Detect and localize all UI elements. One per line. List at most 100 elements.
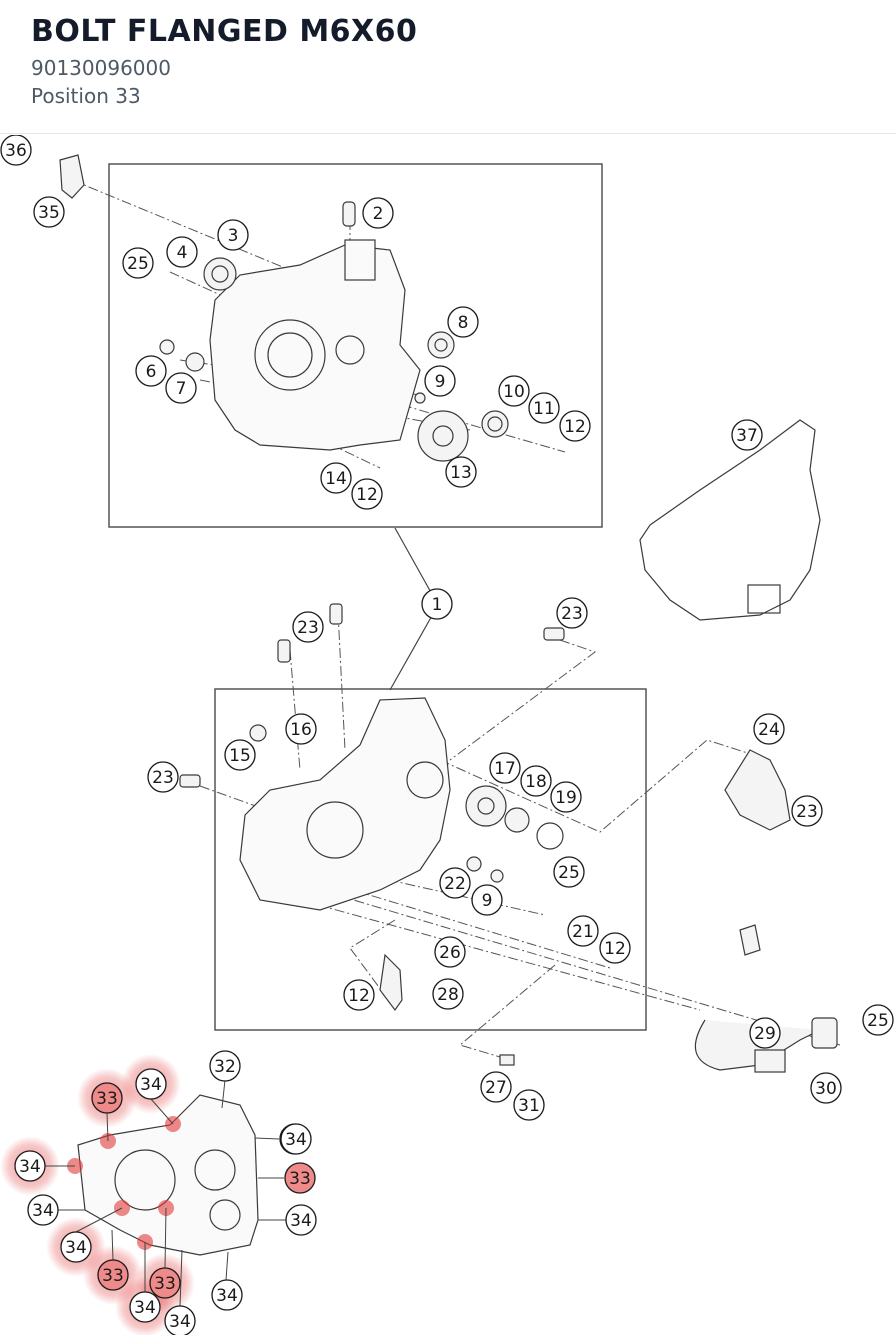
callout-12[interactable]: 12 bbox=[599, 932, 631, 964]
callout-3[interactable]: 3 bbox=[217, 219, 249, 251]
callout-28[interactable]: 28 bbox=[432, 978, 464, 1010]
callout-36[interactable]: 36 bbox=[0, 134, 32, 166]
callout-30[interactable]: 30 bbox=[810, 1072, 842, 1104]
callout-circle bbox=[447, 306, 479, 338]
callout-circle bbox=[224, 739, 256, 771]
callout-6[interactable]: 6 bbox=[135, 355, 167, 387]
callout-circle bbox=[567, 915, 599, 947]
callout-circle bbox=[285, 713, 317, 745]
callout-19[interactable]: 19 bbox=[550, 781, 582, 813]
callout-15[interactable]: 15 bbox=[224, 739, 256, 771]
callout-23[interactable]: 23 bbox=[292, 611, 324, 643]
callout-31[interactable]: 31 bbox=[513, 1089, 545, 1121]
callout-label: 19 bbox=[555, 788, 577, 808]
callout-25[interactable]: 25 bbox=[553, 856, 585, 888]
callout-10[interactable]: 10 bbox=[498, 375, 530, 407]
callout-23[interactable]: 23 bbox=[556, 597, 588, 629]
callout-16[interactable]: 16 bbox=[285, 713, 317, 745]
callout-18[interactable]: 18 bbox=[520, 765, 552, 797]
callout-11[interactable]: 11 bbox=[528, 392, 560, 424]
callout-label: 29 bbox=[754, 1024, 776, 1044]
callout-1[interactable]: 1 bbox=[421, 588, 453, 620]
callout-circle bbox=[480, 1071, 512, 1103]
callout-33[interactable]: 33 bbox=[284, 1162, 316, 1194]
callout-21[interactable]: 21 bbox=[567, 915, 599, 947]
callout-label: 33 bbox=[96, 1089, 118, 1109]
callout-27[interactable]: 27 bbox=[480, 1071, 512, 1103]
callout-circle bbox=[553, 856, 585, 888]
callout-label: 12 bbox=[356, 485, 378, 505]
callout-circle bbox=[91, 1082, 123, 1114]
callout-label: 6 bbox=[146, 362, 157, 382]
callout-34[interactable]: 34 bbox=[129, 1291, 161, 1323]
callout-label: 34 bbox=[19, 1157, 41, 1177]
callout-label: 32 bbox=[214, 1057, 236, 1077]
callout-33[interactable]: 33 bbox=[91, 1082, 123, 1114]
callout-25[interactable]: 25 bbox=[862, 1004, 894, 1036]
callout-34[interactable]: 34 bbox=[211, 1279, 243, 1311]
callout-label: 3 bbox=[228, 226, 239, 246]
callout-12[interactable]: 12 bbox=[351, 478, 383, 510]
callout-35[interactable]: 35 bbox=[33, 196, 65, 228]
callout-circle bbox=[862, 1004, 894, 1036]
callout-34[interactable]: 34 bbox=[164, 1305, 196, 1337]
callout-34[interactable]: 34 bbox=[14, 1150, 46, 1182]
callout-7[interactable]: 7 bbox=[165, 372, 197, 404]
callout-label: 35 bbox=[38, 203, 60, 223]
callout-32[interactable]: 32 bbox=[209, 1050, 241, 1082]
callout-2[interactable]: 2 bbox=[362, 197, 394, 229]
callout-label: 34 bbox=[216, 1286, 238, 1306]
callout-label: 27 bbox=[485, 1078, 507, 1098]
callout-29[interactable]: 29 bbox=[749, 1017, 781, 1049]
callout-34[interactable]: 34 bbox=[60, 1231, 92, 1263]
callout-22[interactable]: 22 bbox=[439, 867, 471, 899]
callout-33[interactable]: 33 bbox=[149, 1267, 181, 1299]
callout-34[interactable]: 34 bbox=[27, 1194, 59, 1226]
callout-label: 23 bbox=[152, 768, 174, 788]
callout-label: 24 bbox=[758, 720, 780, 740]
small-view-leaders bbox=[45, 1079, 286, 1307]
callout-34[interactable]: 34 bbox=[280, 1123, 312, 1155]
callout-label: 33 bbox=[154, 1274, 176, 1294]
callout-circle bbox=[0, 134, 32, 166]
callout-34[interactable]: 34 bbox=[285, 1204, 317, 1236]
callout-label: 1 bbox=[432, 595, 443, 615]
callout-4[interactable]: 4 bbox=[166, 236, 198, 268]
lower-crankcase-half bbox=[239, 697, 451, 911]
callout-9[interactable]: 9 bbox=[424, 365, 456, 397]
callout-label: 16 bbox=[290, 720, 312, 740]
callout-label: 18 bbox=[525, 772, 547, 792]
callout-circle bbox=[498, 375, 530, 407]
callout-23[interactable]: 23 bbox=[791, 795, 823, 827]
callout-9[interactable]: 9 bbox=[471, 884, 503, 916]
callout-label: 34 bbox=[290, 1211, 312, 1231]
callout-circle bbox=[421, 588, 453, 620]
callout-8[interactable]: 8 bbox=[447, 306, 479, 338]
callout-13[interactable]: 13 bbox=[445, 456, 477, 488]
callout-37[interactable]: 37 bbox=[731, 419, 763, 451]
callout-circle bbox=[599, 932, 631, 964]
callout-14[interactable]: 14 bbox=[320, 462, 352, 494]
callout-12[interactable]: 12 bbox=[343, 979, 375, 1011]
callout-label: 13 bbox=[450, 463, 472, 483]
callout-33[interactable]: 33 bbox=[97, 1259, 129, 1291]
callout-17[interactable]: 17 bbox=[489, 752, 521, 784]
callout-circle bbox=[520, 765, 552, 797]
callout-34[interactable]: 34 bbox=[135, 1068, 167, 1100]
callout-circle bbox=[122, 247, 154, 279]
callout-26[interactable]: 26 bbox=[434, 936, 466, 968]
callout-circle bbox=[753, 713, 785, 745]
callout-12[interactable]: 12 bbox=[559, 410, 591, 442]
callout-circle bbox=[147, 761, 179, 793]
callout-23[interactable]: 23 bbox=[147, 761, 179, 793]
callout-circle bbox=[489, 752, 521, 784]
callout-label: 9 bbox=[482, 891, 493, 911]
callout-label: 33 bbox=[102, 1266, 124, 1286]
callout-label: 11 bbox=[533, 399, 555, 419]
callout-25[interactable]: 25 bbox=[122, 247, 154, 279]
callout-24[interactable]: 24 bbox=[753, 713, 785, 745]
callout-label: 8 bbox=[458, 313, 469, 333]
callout-circle bbox=[424, 365, 456, 397]
